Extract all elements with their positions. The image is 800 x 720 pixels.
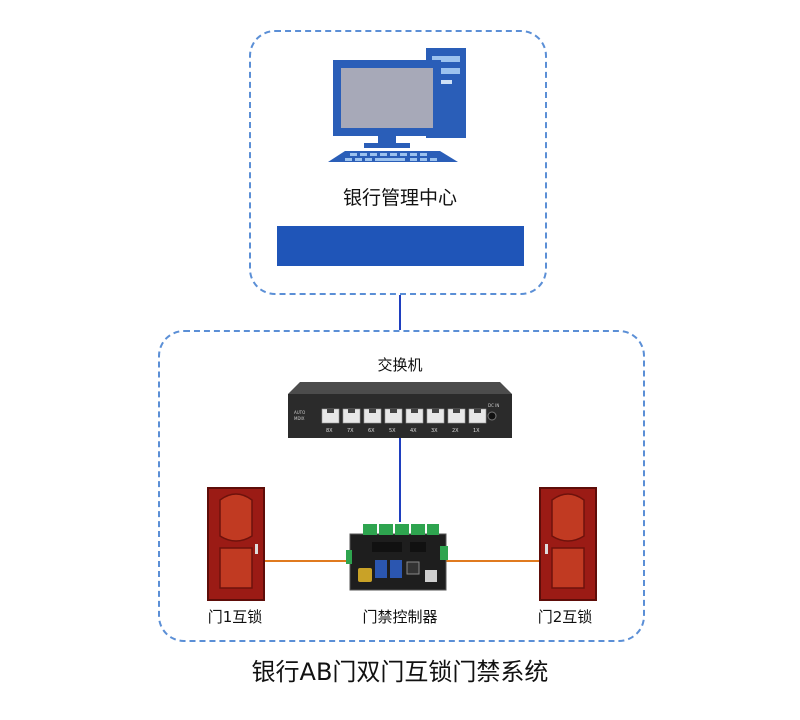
svg-text:AUTO: AUTO (294, 410, 305, 415)
switch-port-label: 8X (326, 428, 333, 434)
svg-text:MDIX: MDIX (294, 416, 305, 421)
switch-port-label: 2X (452, 428, 459, 434)
door-1-label: 门1互锁 (207, 608, 263, 626)
management-center-label: 银行管理中心 (342, 187, 457, 209)
controller-label: 门禁控制器 (362, 608, 438, 626)
switch-ports (321, 408, 487, 424)
desktop-computer-icon (328, 48, 466, 162)
management-server-bar (277, 226, 524, 266)
door-2-label: 门2互锁 (537, 608, 593, 626)
management-center-zone (249, 30, 547, 295)
door-1-icon (207, 487, 265, 601)
switch-port-label: 7X (347, 428, 354, 434)
svg-text:DC IN: DC IN (488, 403, 499, 408)
switch-port-label: 6X (368, 428, 375, 434)
switch-port-label: 3X (431, 428, 438, 434)
access-controller-board-icon (346, 524, 448, 591)
network-switch-icon: AUTO MDIX DC IN 8X 7X 6X 5X 4X 3X 2X (288, 382, 512, 438)
switch-port-label: 1X (473, 428, 480, 434)
access-control-zone (158, 330, 645, 642)
switch-port-label: 4X (410, 428, 417, 434)
diagram-title: 银行AB门双门互锁门禁系统 (251, 658, 549, 686)
switch-label: 交换机 (377, 356, 423, 374)
door-2-icon (539, 487, 597, 601)
switch-port-label: 5X (389, 428, 396, 434)
